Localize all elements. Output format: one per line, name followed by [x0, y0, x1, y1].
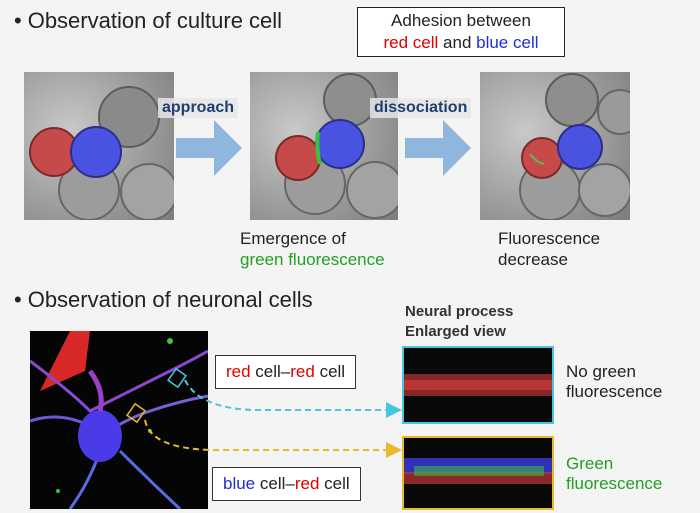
neuron-micrograph — [30, 331, 208, 509]
cells-adhesion-graphic — [275, 73, 398, 219]
neuron-graphic — [30, 331, 208, 509]
cells-before-graphic — [29, 86, 174, 220]
section2-heading: •Observation of neuronal cells — [14, 287, 313, 312]
approach-label: approach — [158, 98, 239, 118]
micrograph-adhesion — [250, 72, 398, 220]
enlarged-blue-red-graphic — [404, 458, 552, 484]
caption-decrease: Fluorescence decrease — [498, 229, 601, 269]
approach-arrow — [176, 120, 242, 176]
enlarged-panel-blue-red — [402, 436, 554, 510]
dissociation-label: dissociation — [370, 98, 472, 118]
yellow-roi — [126, 402, 146, 424]
legend-line1: Adhesion between — [391, 11, 531, 30]
caption-emergence: Emergence of green fluorescence — [240, 229, 385, 269]
pair-red-red: red cell–red cell — [215, 355, 357, 389]
section1-heading: •Observation of culture cell — [14, 8, 283, 33]
legend-line2: red cell and blue cell — [383, 33, 539, 52]
cyan-roi — [167, 367, 187, 389]
result-no-green: No green fluorescence — [566, 362, 663, 401]
result-green: Green fluorescence — [566, 454, 663, 493]
cells-dissociation-graphic — [519, 73, 630, 220]
micrograph-dissociation — [480, 72, 630, 220]
enlarged-panel-red-red — [402, 346, 554, 424]
adhesion-legend: Adhesion between red cell and blue cell — [357, 7, 565, 57]
micrograph-before — [24, 72, 174, 220]
pair-blue-red: blue cell–red cell — [212, 467, 361, 501]
dissociation-arrow — [405, 120, 471, 176]
enlarged-red-red-graphic — [404, 374, 552, 396]
enlarged-view-title: Neural process Enlarged view — [405, 303, 514, 340]
